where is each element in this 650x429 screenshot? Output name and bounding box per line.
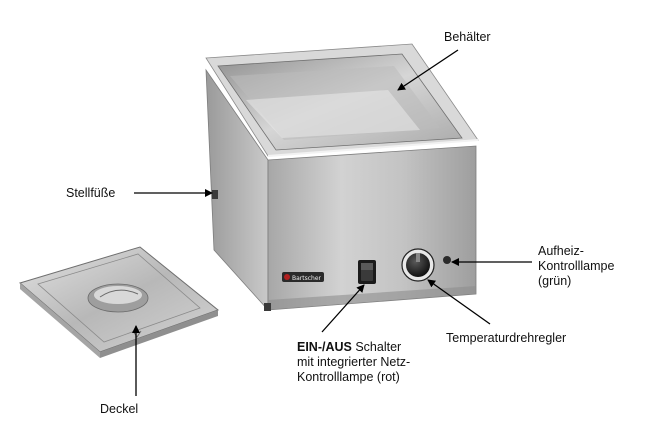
foot [212,190,271,311]
lid [18,246,220,358]
callout-thermostat [427,279,491,325]
brand-logo: Bartscher [282,272,324,282]
label-lid: Deckel [100,402,139,416]
label-switch-rest: Schalter [351,340,402,354]
label-heat-lamp-line-1: Aufheiz- [538,244,584,258]
callout-lines [132,49,532,396]
label-switch: EIN-/AUS Schalter mit integrierter Netz-… [297,340,410,385]
svg-text:Bartscher: Bartscher [292,275,322,282]
label-feet: Stellfüße [66,186,116,200]
label-switch-line-1: EIN-/AUS Schalter [297,340,410,355]
callout-container [397,49,459,91]
label-heat-lamp-line-2: Kontrolllampe [538,259,615,273]
thermostat-knob [401,248,435,282]
label-switch-line-2: mit integrierter Netz- [297,355,411,369]
on-off-switch [358,260,376,284]
label-container: Behälter [444,30,491,44]
appliance-body [205,43,479,312]
label-heat-lamp: Aufheiz- Kontrolllampe (grün) [538,244,614,289]
label-switch-line-3: Kontrolllampe (rot) [297,370,400,384]
label-switch-bold: EIN-/AUS [297,340,352,354]
heating-lamp [443,256,451,264]
label-heat-lamp-line-3: (grün) [538,274,572,288]
callout-switch [321,284,365,333]
label-thermostat: Temperaturdrehregler [446,331,567,345]
